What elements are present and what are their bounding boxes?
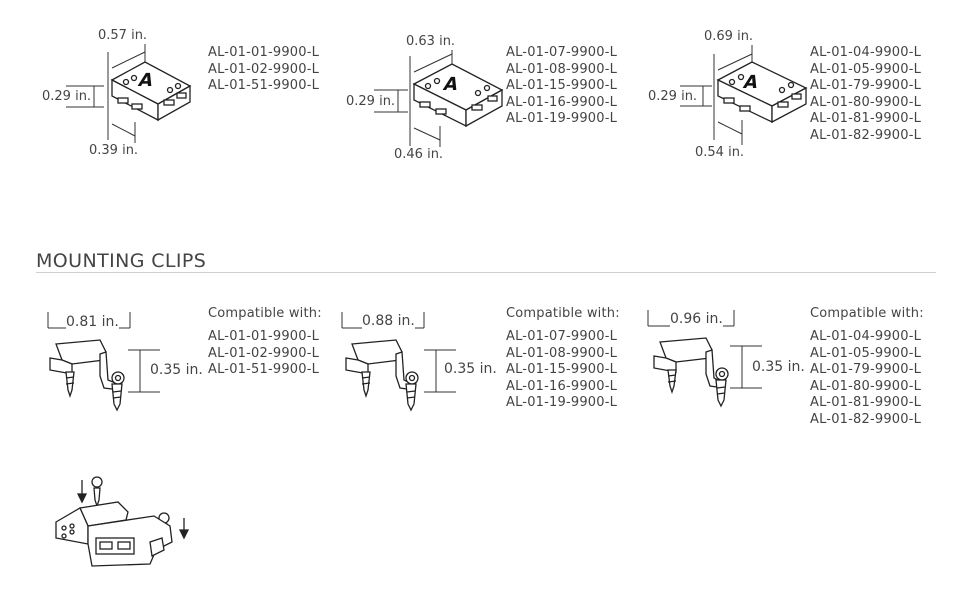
connector-3-side-dim: 0.29 in. bbox=[648, 89, 698, 105]
part-number: AL-01-08-9900-L bbox=[506, 345, 618, 361]
connector-1-side-dim: 0.29 in. bbox=[42, 89, 92, 105]
part-number: AL-01-82-9900-L bbox=[810, 127, 922, 143]
part-number: AL-01-15-9900-L bbox=[506, 362, 618, 378]
part-number: AL-01-02-9900-L bbox=[208, 345, 320, 361]
part-number: AL-01-05-9900-L bbox=[810, 61, 922, 77]
clip-1-compat-label: Compatible with: bbox=[208, 306, 322, 321]
section-divider bbox=[36, 272, 936, 273]
clip-2-width-dim: 0.88 in. bbox=[362, 313, 415, 329]
clip-3-drawing bbox=[647, 310, 762, 408]
connector-3-body bbox=[716, 61, 808, 124]
part-number: AL-01-80-9900-L bbox=[810, 378, 922, 394]
part-number: AL-01-19-9900-L bbox=[506, 111, 618, 127]
connector-3-top-dim: 0.69 in. bbox=[704, 29, 754, 45]
part-number: AL-01-79-9900-L bbox=[810, 362, 922, 378]
clip-3-part-list: AL-01-04-9900-L AL-01-05-9900-L AL-01-79… bbox=[810, 329, 921, 429]
connector-2-drawing bbox=[374, 36, 504, 158]
connector-1-body bbox=[110, 61, 192, 122]
part-number: AL-01-51-9900-L bbox=[208, 362, 320, 378]
clip-3-compat-label: Compatible with: bbox=[810, 306, 924, 321]
mounting-clip-drawings bbox=[47, 310, 762, 567]
connector-3-bottom-dim: 0.54 in. bbox=[695, 145, 745, 161]
connector-1-bottom-dim: 0.39 in. bbox=[89, 143, 139, 159]
part-number: AL-01-07-9900-L bbox=[506, 329, 618, 344]
clip-3-width-dim: 0.96 in. bbox=[670, 311, 723, 327]
part-number: AL-01-15-9900-L bbox=[506, 78, 618, 94]
part-number: AL-01-04-9900-L bbox=[810, 329, 922, 344]
part-number: AL-01-04-9900-L bbox=[810, 45, 922, 60]
clip-2-height-dim: 0.35 in. bbox=[444, 361, 497, 377]
part-number: AL-01-01-9900-L bbox=[208, 329, 320, 344]
connector-3-drawing bbox=[680, 34, 808, 154]
part-number: AL-01-79-9900-L bbox=[810, 78, 922, 94]
connector-2-bottom-dim: 0.46 in. bbox=[394, 147, 444, 163]
part-number: AL-01-05-9900-L bbox=[810, 345, 922, 361]
part-number: AL-01-08-9900-L bbox=[506, 61, 618, 77]
part-number: AL-01-81-9900-L bbox=[810, 111, 922, 127]
part-number: AL-01-82-9900-L bbox=[810, 411, 922, 427]
connector-3-part-list: AL-01-04-9900-L AL-01-05-9900-L AL-01-79… bbox=[810, 45, 921, 145]
part-number: AL-01-07-9900-L bbox=[506, 45, 618, 60]
part-number: AL-01-80-9900-L bbox=[810, 94, 922, 110]
part-number: AL-01-81-9900-L bbox=[810, 395, 922, 411]
clip-2-part-list: AL-01-07-9900-L AL-01-08-9900-L AL-01-15… bbox=[506, 329, 617, 412]
clip-1-height-dim: 0.35 in. bbox=[150, 362, 203, 378]
part-number: AL-01-16-9900-L bbox=[506, 94, 618, 110]
clip-2-compat-label: Compatible with: bbox=[506, 306, 620, 321]
connector-2-top-dim: 0.63 in. bbox=[406, 34, 456, 50]
part-number: AL-01-16-9900-L bbox=[506, 378, 618, 394]
clip-1-width-dim: 0.81 in. bbox=[66, 314, 119, 330]
connector-1-top-dim: 0.57 in. bbox=[98, 28, 148, 44]
connector-2-part-list: AL-01-07-9900-L AL-01-08-9900-L AL-01-15… bbox=[506, 45, 617, 128]
clip-1-part-list: AL-01-01-9900-L AL-01-02-9900-L AL-01-51… bbox=[208, 329, 319, 379]
connector-1-part-list: AL-01-01-9900-L AL-01-02-9900-L AL-01-51… bbox=[208, 45, 319, 95]
clip-3-height-dim: 0.35 in. bbox=[752, 359, 805, 375]
clip-assembly-drawing bbox=[55, 476, 190, 567]
section-title: MOUNTING CLIPS bbox=[36, 250, 207, 272]
connector-1-drawing bbox=[66, 32, 192, 156]
connector-2-body bbox=[412, 63, 504, 128]
clip-1-drawing bbox=[47, 312, 160, 412]
connector-2-side-dim: 0.29 in. bbox=[346, 94, 396, 110]
part-number: AL-01-51-9900-L bbox=[208, 78, 320, 94]
part-number: AL-01-01-9900-L bbox=[208, 45, 320, 60]
part-number: AL-01-02-9900-L bbox=[208, 61, 320, 77]
part-number: AL-01-19-9900-L bbox=[506, 395, 618, 411]
